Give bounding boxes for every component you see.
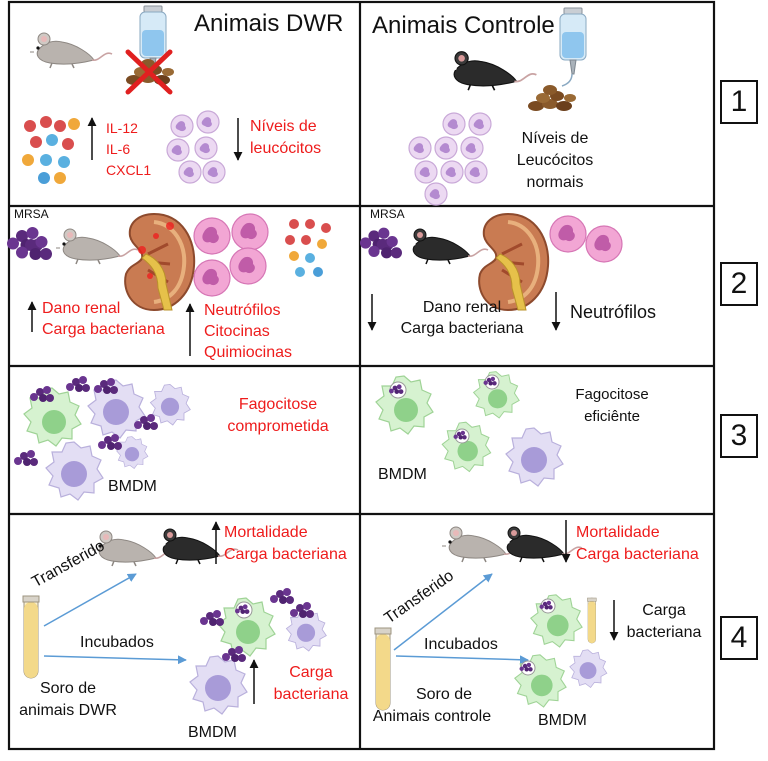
cytokine-dots-icon bbox=[22, 116, 80, 184]
normal-leukocyte-label: Leucócitos bbox=[516, 152, 594, 169]
neutrophil-label: Neutrófilos bbox=[570, 302, 657, 322]
outcome-label: Carga bacteriana bbox=[576, 546, 699, 563]
effect-label: bacteriana bbox=[626, 624, 702, 641]
normal-leukocyte-label: Níveis de bbox=[521, 130, 589, 147]
panel-borders bbox=[7, 0, 716, 751]
cytokine-label: IL-12 bbox=[106, 120, 138, 136]
bmdm-label: BMDM bbox=[538, 712, 587, 729]
renal-effect-label: Carga bacteriana bbox=[400, 320, 524, 337]
cytokine-label: IL-6 bbox=[106, 141, 131, 157]
bacteria-cluster-icon bbox=[200, 588, 314, 662]
effect-label: bacteriana bbox=[273, 686, 349, 703]
immune-effect-label: Citocinas bbox=[204, 323, 270, 340]
leukocyte-level-label: leucócitos bbox=[250, 140, 322, 157]
black-mouse-icon bbox=[452, 50, 538, 92]
black-mouse-icon bbox=[505, 526, 583, 563]
leukocyte-icon bbox=[166, 110, 226, 184]
bacteria-cluster-icon bbox=[360, 227, 402, 259]
gray-mouse-icon bbox=[29, 32, 113, 69]
black-mouse-icon bbox=[411, 228, 489, 265]
mrsa-label: MRSA bbox=[370, 207, 405, 221]
leukocyte-level-label: Níveis de bbox=[250, 118, 317, 135]
serum-label: Soro de bbox=[39, 680, 97, 697]
serum-label: animais DWR bbox=[19, 702, 117, 719]
bmdm-label: BMDM bbox=[378, 466, 427, 483]
phagocytosis-label: comprometida bbox=[227, 418, 329, 435]
neutrophil-icon bbox=[193, 213, 269, 297]
row-number-3: 3 bbox=[720, 414, 758, 458]
kidney-icon bbox=[123, 212, 197, 312]
renal-effect-label: Dano renal bbox=[42, 300, 121, 317]
immune-effect-label: Neutrófilos bbox=[204, 302, 281, 319]
row-number-4: 4 bbox=[720, 616, 758, 660]
bmdm-label: BMDM bbox=[188, 724, 237, 741]
cross-icon bbox=[125, 49, 173, 95]
immune-effect-label: Quimiocinas bbox=[204, 344, 293, 361]
serum-label: Animais controle bbox=[372, 708, 492, 725]
outcome-label: Mortalidade bbox=[576, 524, 660, 541]
mrsa-label: MRSA bbox=[14, 207, 49, 221]
phagocytosis-label: eficiênte bbox=[584, 408, 640, 425]
serum-tube-icon bbox=[22, 595, 40, 679]
kidney-icon bbox=[477, 212, 551, 312]
water-bottle-icon bbox=[559, 7, 587, 75]
neutrophil-icon bbox=[549, 215, 623, 263]
food-pellets-icon bbox=[528, 85, 576, 111]
row-number-2: 2 bbox=[720, 262, 758, 306]
outcome-label: Mortalidade bbox=[224, 524, 308, 541]
outcome-label: Carga bacteriana bbox=[224, 546, 347, 563]
bacteria-cluster-icon bbox=[389, 374, 500, 444]
renal-effect-label: Dano renal bbox=[422, 299, 502, 316]
bacteria-cluster-icon bbox=[519, 598, 556, 676]
effect-label: Carga bbox=[642, 602, 686, 619]
renal-effect-label: Carga bacteriana bbox=[42, 321, 165, 338]
phagocytosis-label: Fagocitose bbox=[238, 396, 318, 413]
incubate-label: Incubados bbox=[80, 634, 154, 651]
effect-label: Carga bbox=[289, 664, 333, 681]
gray-mouse-icon bbox=[55, 228, 139, 265]
serum-tube-icon bbox=[587, 597, 597, 644]
bacteria-cluster-icon bbox=[7, 227, 52, 260]
phagocytosis-label: Fagocitose bbox=[575, 386, 649, 403]
leukocyte-icon bbox=[408, 112, 492, 206]
normal-leukocyte-label: normais bbox=[526, 174, 584, 191]
header-dwr: Animais DWR bbox=[194, 10, 344, 37]
serum-label: Soro de bbox=[415, 686, 473, 703]
cytokine-dots-icon bbox=[285, 219, 331, 277]
bmdm-label: BMDM bbox=[108, 478, 157, 495]
incubate-label: Incubados bbox=[424, 636, 498, 653]
cytokine-label: CXCL1 bbox=[106, 162, 152, 178]
header-control: Animais Controle bbox=[372, 12, 555, 39]
row-number-1: 1 bbox=[720, 80, 758, 124]
